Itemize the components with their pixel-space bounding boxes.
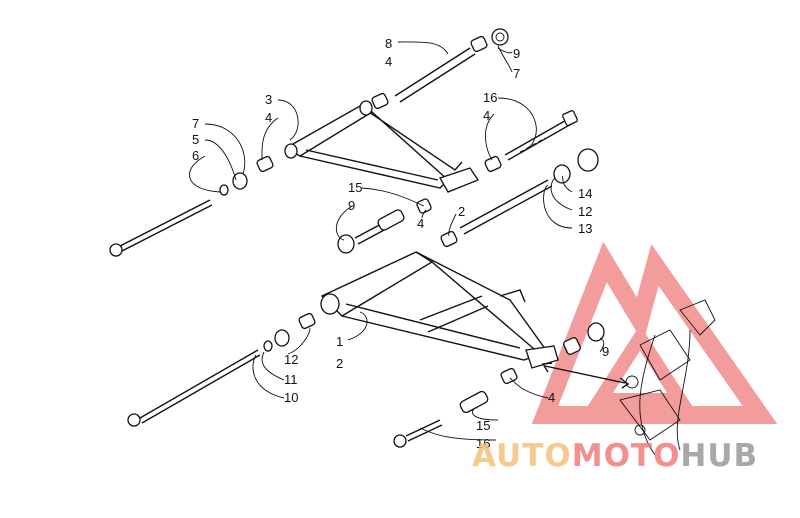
upper-left-washers bbox=[219, 155, 274, 196]
callout-4: 4 bbox=[548, 390, 555, 405]
callout-9: 9 bbox=[348, 198, 355, 213]
callout-4: 4 bbox=[265, 110, 272, 125]
callout-15: 15 bbox=[348, 180, 362, 195]
callout-4: 4 bbox=[385, 54, 392, 69]
callout-7: 7 bbox=[513, 66, 520, 81]
lower-right-bushings bbox=[500, 322, 605, 385]
callout-numbers: 8 4 9 7 3 4 7 5 6 16 4 15 9 4 2 14 12 13… bbox=[192, 36, 609, 451]
callout-12: 12 bbox=[578, 204, 592, 219]
upper-shaft-right bbox=[484, 110, 578, 173]
callout-10: 10 bbox=[284, 390, 298, 405]
callout-leaders bbox=[188, 41, 605, 441]
callout-14: 14 bbox=[578, 186, 592, 201]
watermark-text: AUTOMOTOHUB bbox=[472, 438, 758, 474]
callout-2: 2 bbox=[458, 204, 465, 219]
callout-3: 3 bbox=[265, 92, 272, 107]
callout-9: 9 bbox=[513, 46, 520, 61]
spindle-knuckle bbox=[541, 299, 716, 456]
callout-16: 16 bbox=[483, 90, 497, 105]
callout-5: 5 bbox=[192, 132, 199, 147]
callout-4: 4 bbox=[483, 108, 490, 123]
lower-a-arm bbox=[320, 251, 559, 369]
callout-6: 6 bbox=[192, 148, 199, 163]
upper-bolt-left bbox=[109, 199, 213, 257]
callout-11: 11 bbox=[284, 372, 298, 387]
callout-9: 9 bbox=[602, 344, 609, 359]
callout-13: 13 bbox=[578, 221, 592, 236]
upper-a-arm bbox=[284, 100, 479, 193]
upper-shaft-top bbox=[371, 28, 509, 110]
callout-2: 2 bbox=[336, 356, 343, 371]
callout-8: 8 bbox=[385, 36, 392, 51]
lower-shaft-13 bbox=[440, 148, 599, 248]
callout-15: 15 bbox=[476, 418, 490, 433]
lower-bolt-bottom bbox=[393, 390, 489, 448]
svg-text:AUTOMOTOHUB: AUTOMOTOHUB bbox=[472, 438, 758, 474]
callout-1: 1 bbox=[336, 334, 343, 349]
watermark-moto: MOTO bbox=[572, 438, 681, 474]
callout-16: 16 bbox=[476, 436, 490, 451]
lower-bolt-left bbox=[127, 312, 316, 427]
watermark-auto: AUTO bbox=[472, 438, 572, 474]
watermark-hub: HUB bbox=[680, 438, 758, 474]
callout-12: 12 bbox=[284, 352, 298, 367]
callout-7: 7 bbox=[192, 116, 199, 131]
callout-4: 4 bbox=[417, 216, 424, 231]
